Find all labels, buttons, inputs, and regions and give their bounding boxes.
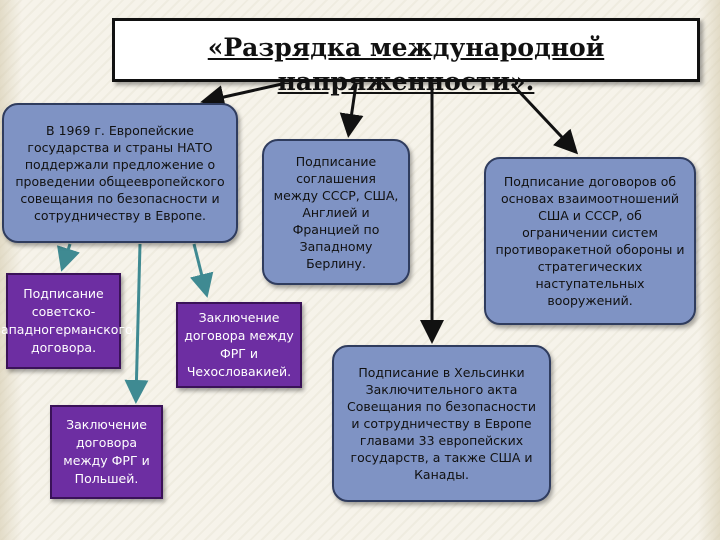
frg-poland-box: Заключение договора между ФРГ и Польшей. (50, 405, 163, 499)
frg-poland-text: Заключение договора между ФРГ и Польшей. (63, 417, 150, 486)
title-box: «Разрядка международной напряженности». (112, 18, 700, 96)
arrow-to-us-ussr-treaties (510, 82, 579, 155)
soviet-west-german-text: Подписание советско-западногерманского д… (0, 286, 133, 355)
csce-proposal-box: В 1969 г. Европейские государства и стра… (2, 103, 238, 243)
frg-czech-text: Заключение договора между ФРГ и Чехослов… (184, 310, 294, 379)
us-ussr-treaties-box: Подписание договоров об основах взаимоот… (484, 157, 696, 325)
frg-czech-box: Заключение договора между ФРГ и Чехослов… (176, 302, 302, 388)
diagram-title: «Разрядка международной напряженности». (207, 33, 605, 96)
arrow-to-west-berlin (339, 83, 364, 138)
helsinki-text: Подписание в Хельсинки Заключительного а… (347, 365, 536, 482)
soviet-west-german-box: Подписание советско-западногерманского д… (0, 273, 133, 369)
arrow-to-frg-czech (189, 243, 214, 298)
csce-proposal-text: В 1969 г. Европейские государства и стра… (15, 123, 225, 223)
arrow-to-csce-proposal (200, 82, 283, 109)
helsinki-box: Подписание в Хельсинки Заключительного а… (332, 345, 551, 502)
right-edge-shade (698, 0, 720, 540)
west-berlin-text: Подписание соглашения между СССР, США, А… (273, 153, 399, 271)
us-ussr-treaties-text: Подписание договоров об основах взаимоот… (495, 174, 685, 308)
arrow-to-soviet-west-german (57, 243, 80, 272)
west-berlin-box: Подписание соглашения между СССР, США, А… (262, 139, 410, 285)
arrow-to-frg-poland (124, 243, 149, 404)
